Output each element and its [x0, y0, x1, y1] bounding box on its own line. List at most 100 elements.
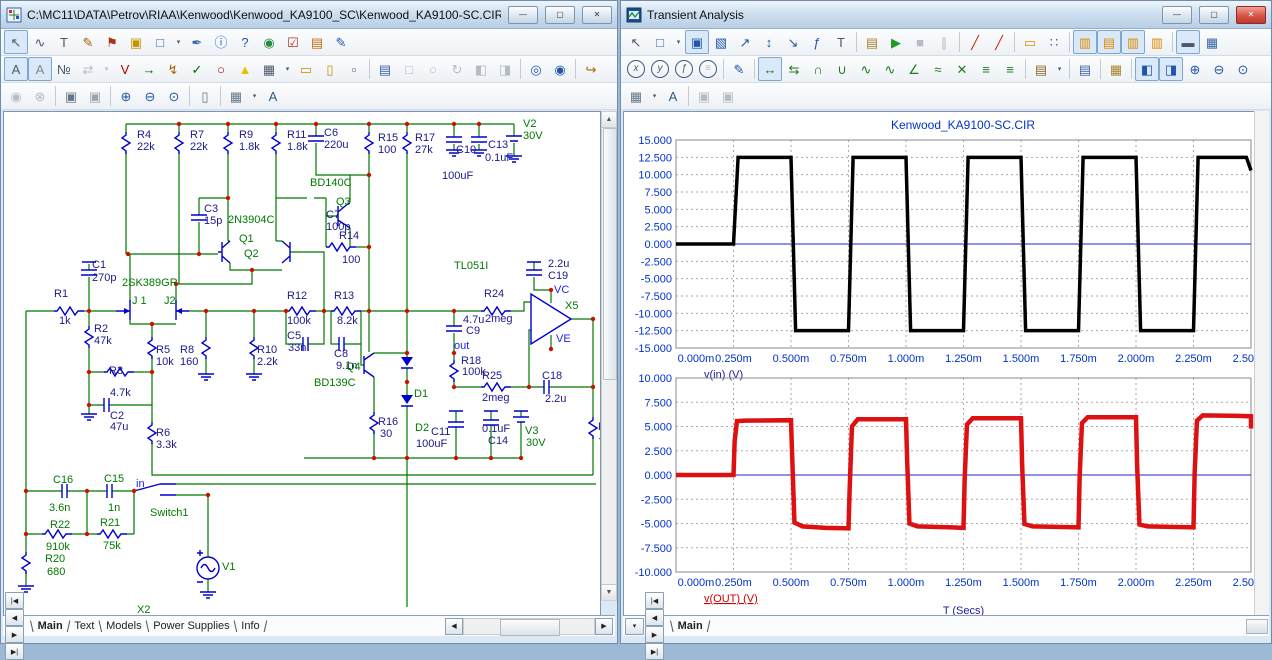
envelope-bottom-icon[interactable]: ≡	[998, 57, 1022, 81]
tab-main[interactable]: Main	[675, 620, 706, 632]
prev-tab-button[interactable]: ◀	[645, 609, 664, 626]
find-component-icon[interactable]: ◎	[524, 57, 548, 81]
go-to-slope-icon[interactable]: ∠	[902, 57, 926, 81]
panel-stripes-1-icon[interactable]: ▥	[1073, 30, 1097, 54]
new-page-icon[interactable]: ▭	[294, 57, 318, 81]
fx-settings-icon[interactable]: ƒ	[672, 57, 696, 81]
tile-dropdown-icon[interactable]: ▾	[248, 84, 261, 108]
zoom-out-icon[interactable]: ⊖	[1207, 57, 1231, 81]
graphics-mode-icon[interactable]: ✎	[76, 30, 100, 54]
text-mode-icon[interactable]: T	[52, 30, 76, 54]
minimize-button[interactable]: —	[1162, 6, 1192, 24]
pin-connections-icon[interactable]: ○	[209, 57, 233, 81]
hscroll-stub[interactable]	[1246, 619, 1268, 634]
scale-mode-icon[interactable]: ▧	[709, 30, 733, 54]
next-tab-button[interactable]: ▶	[645, 626, 664, 643]
tab-info[interactable]: Info	[238, 620, 262, 632]
scroll-up-icon[interactable]: ▲	[602, 112, 616, 128]
hscroll-thumb[interactable]	[500, 619, 559, 636]
prev-tab-button[interactable]: ◀	[5, 609, 24, 626]
cursor-mode-icon[interactable]: ↗	[733, 30, 757, 54]
tile-dropdown-icon[interactable]: ▾	[648, 84, 661, 108]
run-icon[interactable]: ▶	[884, 30, 908, 54]
attribute-text-icon[interactable]: A	[4, 57, 28, 81]
data-points-icon[interactable]: ∷	[1042, 30, 1066, 54]
zoom-percent-icon[interactable]: ⊙	[1231, 57, 1255, 81]
clipboard-icon[interactable]: ▤	[1029, 57, 1053, 81]
panel-stripes-2-icon[interactable]: ▤	[1097, 30, 1121, 54]
cursor-horizontal-icon[interactable]: ↔	[758, 57, 782, 81]
slope-guides-icon[interactable]: ╱	[963, 30, 987, 54]
zoom-window-mode-icon[interactable]: ▣	[685, 30, 709, 54]
go-to-peak-icon[interactable]: ∩	[806, 57, 830, 81]
flag-mode-icon[interactable]: ⚑	[100, 30, 124, 54]
scroll-left-icon[interactable]: ◀	[445, 618, 463, 635]
panel-stripes-3-icon[interactable]: ▥	[1121, 30, 1145, 54]
power-display-icon[interactable]: ↯	[161, 57, 185, 81]
next-tab-button[interactable]: ▶	[5, 626, 24, 643]
envelope-top-icon[interactable]: ≡	[974, 57, 998, 81]
last-tab-button[interactable]: ▶|	[5, 643, 24, 660]
object-dropdown-icon[interactable]: ▾	[672, 30, 685, 54]
page-settings-icon[interactable]: ▯	[318, 57, 342, 81]
close-button[interactable]: ✕	[1236, 6, 1266, 24]
shape-gallery-icon[interactable]: □	[148, 30, 172, 54]
tab-list-dropdown[interactable]: ▾	[625, 618, 644, 635]
maximize-button[interactable]: ▢	[545, 6, 575, 24]
tab-text[interactable]: Text	[71, 620, 97, 632]
scroll-down-icon[interactable]: ▼	[602, 584, 616, 600]
y-axis-settings-icon[interactable]: y	[648, 57, 672, 81]
schematic-horizontal-scrollbar[interactable]: ◀ ▶	[445, 618, 613, 634]
copy-page-back-icon[interactable]: ▣	[83, 84, 107, 108]
grid-dropdown-icon[interactable]: ▾	[281, 57, 294, 81]
node-numbers-icon[interactable]: №	[52, 57, 76, 81]
analysis-title-bar[interactable]: Transient Analysis — ▢ ✕	[621, 1, 1271, 29]
node-voltages-icon[interactable]: V	[113, 57, 137, 81]
minimize-button[interactable]: —	[508, 6, 538, 24]
page-properties-icon[interactable]: ▤	[373, 57, 397, 81]
tile-windows-icon[interactable]: ▦	[224, 84, 248, 108]
first-tab-button[interactable]: |◀	[645, 592, 664, 609]
go-to-fall-icon[interactable]: ∿	[878, 57, 902, 81]
find-text-icon[interactable]: ◉	[548, 57, 572, 81]
go-to-inflection-icon[interactable]: ≈	[926, 57, 950, 81]
tab-main[interactable]: Main	[35, 620, 66, 632]
zoom-in-icon[interactable]: ⊕	[1183, 57, 1207, 81]
maximize-button[interactable]: ▢	[1199, 6, 1229, 24]
zoom-in-icon[interactable]: ⊕	[114, 84, 138, 108]
go-to-rise-icon[interactable]: ∿	[854, 57, 878, 81]
cursor-both-icon[interactable]: ⇆	[782, 57, 806, 81]
scroll-right-icon[interactable]: ▶	[595, 618, 613, 635]
text-mode-icon[interactable]: T	[829, 30, 853, 54]
page-image-icon[interactable]: ▯	[193, 84, 217, 108]
go-to-flag-icon[interactable]: ↪	[579, 57, 603, 81]
point-tag-mode-icon[interactable]: ↕	[757, 30, 781, 54]
clipboard-dropdown-icon[interactable]: ▾	[1053, 57, 1066, 81]
close-button[interactable]: ✕	[582, 6, 612, 24]
properties-icon[interactable]: ▤	[860, 30, 884, 54]
tab-power-supplies[interactable]: Power Supplies	[150, 620, 232, 632]
panel-stripes-4-icon[interactable]: ▥	[1145, 30, 1169, 54]
help-mode-icon[interactable]: ?	[233, 30, 257, 54]
last-tab-button[interactable]: ▶|	[645, 643, 664, 660]
font-select-icon[interactable]: A	[661, 84, 685, 108]
region-enable-icon[interactable]: ◉	[257, 30, 281, 54]
plot-panel[interactable]: Kenwood_KA9100-SC.CIR15.00012.50010.0007…	[623, 111, 1257, 618]
shape-gallery-dropdown-icon[interactable]: ▾	[172, 30, 185, 54]
horizontal-tag-mode-icon[interactable]: ↘	[781, 30, 805, 54]
copy-page-front-icon[interactable]: ▣	[59, 84, 83, 108]
zoom-out-icon[interactable]: ⊖	[138, 84, 162, 108]
go-to-valley-icon[interactable]: ∪	[830, 57, 854, 81]
cursor-left-scale-icon[interactable]: ◧	[1135, 57, 1159, 81]
single-graph-icon[interactable]: ▬	[1176, 30, 1200, 54]
zoom-percent-icon[interactable]: ⊙	[162, 84, 186, 108]
grid-toggle-icon[interactable]: ▦	[257, 57, 281, 81]
select-rect-icon[interactable]: ▭	[1018, 30, 1042, 54]
go-to-crossing-icon[interactable]: ✕	[950, 57, 974, 81]
tab-models[interactable]: Models	[103, 620, 144, 632]
drc-check-icon[interactable]: ▲	[233, 57, 257, 81]
performance-tag-mode-icon[interactable]: ƒ	[805, 30, 829, 54]
component-browser-icon[interactable]: ▣	[124, 30, 148, 54]
x-axis-settings-icon[interactable]: x	[624, 57, 648, 81]
edit-limits-icon[interactable]: ✎	[727, 57, 751, 81]
